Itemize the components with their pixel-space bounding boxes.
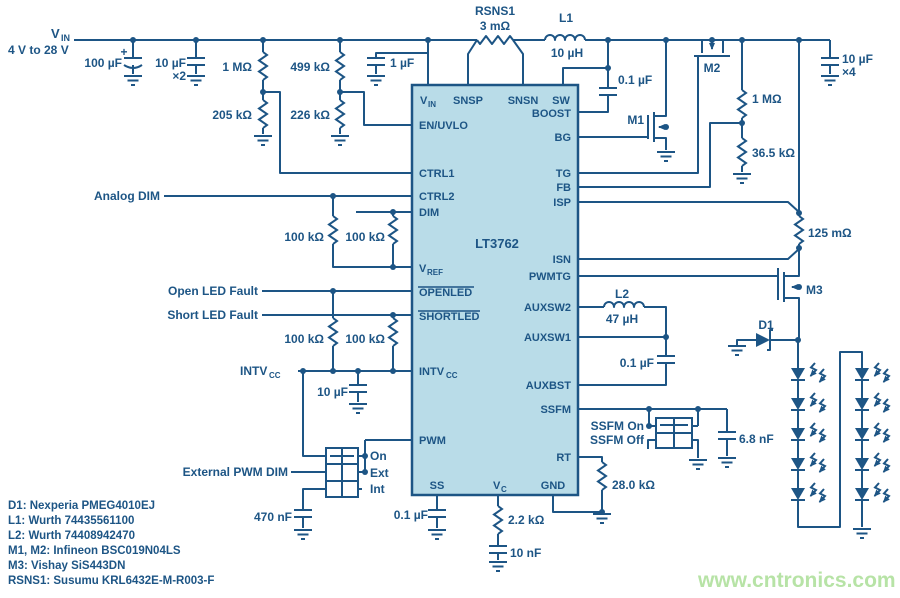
short-led-fault-label: Short LED Fault [167,308,258,322]
pin-pwmtg: PWMTG [529,271,571,283]
pin-ctrl2: CTRL2 [419,191,454,203]
pin-auxbst: AUXBST [526,380,572,392]
r-fault2-label: 100 kΩ [345,332,385,346]
pin-ss: SS [430,480,445,492]
m2-label: M2 [704,61,721,75]
ssfm-select-block[interactable] [655,417,693,449]
ssfm-option-on[interactable]: SSFM On [591,419,644,433]
vin-supply-sub: IN [61,33,70,43]
c-ssfm-label: 6.8 nF [739,432,774,446]
pin-intvcc: INTV [419,366,445,378]
r-uvlo-top-label: 499 kΩ [290,60,330,74]
l1-name-label: L1 [559,11,573,25]
ic-part-label: LT3762 [475,236,519,251]
pin-isp: ISP [553,197,571,209]
c-auxbst-label: 0.1 µF [620,356,654,370]
active-low-overlines [418,286,480,312]
r-uvlo-bot-label: 226 kΩ [290,108,330,122]
vin-supply-label: V [51,26,60,41]
note-d1: D1: Nexperia PMEG4010EJ [8,500,155,512]
r-in-top-label: 1 MΩ [222,60,252,74]
r-ctrl2-label: 100 kΩ [345,230,385,244]
pin-ctrl1: CTRL1 [419,168,454,180]
external-pwm-dim-label: External PWM DIM [183,465,288,479]
pwm-option-ext[interactable]: Ext [370,466,389,480]
pin-vin: V [420,95,428,107]
polarity-plus-icon: + [120,45,127,59]
pin-vc: V [493,480,501,492]
m3-label: M3 [806,283,823,297]
r-vc-label: 2.2 kΩ [508,513,545,527]
pin-boost: BOOST [532,108,571,120]
r-fault1-label: 100 kΩ [284,332,324,346]
pin-sw: SW [552,95,570,107]
c-in-cer-label: 10 µF [155,56,186,70]
m1-label: M1 [627,113,644,127]
pin-intvcc-sub: CC [446,371,458,380]
pin-snsn: SNSN [508,95,539,107]
pwm-select-block[interactable] [325,447,359,498]
supply-range-label: 4 V to 28 V [8,43,69,57]
pin-isn: ISN [553,254,571,266]
pin-ssfm: SSFM [540,404,571,416]
pin-gnd: GND [541,480,566,492]
pin-shortled: SHORTLED [419,311,480,323]
c-out-label: 10 µF [842,52,873,66]
l1-value-label: 10 µH [551,46,583,60]
r-rt-label: 28.0 kΩ [612,478,655,492]
r-ctrl1-label: 100 kΩ [284,230,324,244]
pin-en-uvlo: EN/UVLO [419,120,468,132]
ssfm-option-off[interactable]: SSFM Off [590,433,645,447]
r-sense-led-label: 125 mΩ [808,226,852,240]
pin-auxsw2: AUXSW2 [524,302,571,314]
pin-openled: OPENLED [419,287,472,299]
c-vin-label: 1 µF [390,56,414,70]
open-led-fault-label: Open LED Fault [168,284,258,298]
pin-vc-sub: C [501,485,507,494]
note-m3: M3: Vishay SiS443DN [8,560,125,572]
r-fb-bot-label: 36.5 kΩ [752,146,795,160]
note-m12: M1, M2: Infineon BSC019N04LS [8,545,181,557]
note-rsns1: RSNS1: Susumu KRL6432E-M-R003-F [8,575,214,587]
analog-dim-label: Analog DIM [94,189,160,203]
intvcc-signal-sub: CC [269,371,281,380]
rsns1-value-label: 3 mΩ [480,19,511,33]
c-in-bulk-label: 100 µF [84,56,122,70]
pin-vin-sub: IN [428,100,436,109]
l2-name-label: L2 [615,287,629,301]
watermark: www.cntronics.com [697,569,896,592]
d1-label: D1 [758,318,774,332]
pin-auxsw1: AUXSW1 [524,332,571,344]
note-l1: L1: Wurth 74435561100 [8,515,134,527]
junction-dots [130,37,802,515]
pwm-option-int[interactable]: Int [370,482,385,496]
c-boost-label: 0.1 µF [618,73,652,87]
c-in-cer-qty-label: ×2 [172,69,186,83]
c-ss-label: 0.1 µF [394,508,428,522]
rsns1-name-label: RSNS1 [475,4,515,18]
c-pwm-label: 470 nF [254,510,292,524]
diode-d1-icon [756,333,770,347]
intvcc-signal-label: INTV [240,364,267,378]
c-vc-label: 10 nF [510,546,541,560]
c-intvcc-label: 10 µF [317,385,348,399]
pin-fb: FB [556,182,571,194]
c-out-qty-label: ×4 [842,65,856,79]
pin-dim: DIM [419,207,439,219]
l2-value-label: 47 µH [606,312,638,326]
pin-tg: TG [556,168,571,180]
pin-vref-sub: REF [427,268,443,277]
pin-snsp: SNSP [453,95,483,107]
r-fb-top-label: 1 MΩ [752,92,782,106]
ic-body [410,83,580,497]
r-in-bot-label: 205 kΩ [212,108,252,122]
pwm-option-on[interactable]: On [370,449,387,463]
pin-bg: BG [555,132,572,144]
note-l2: L2: Wurth 74408942470 [8,530,135,542]
pin-vref: V [419,263,427,275]
pin-rt: RT [556,452,571,464]
pin-pwm: PWM [419,435,446,447]
